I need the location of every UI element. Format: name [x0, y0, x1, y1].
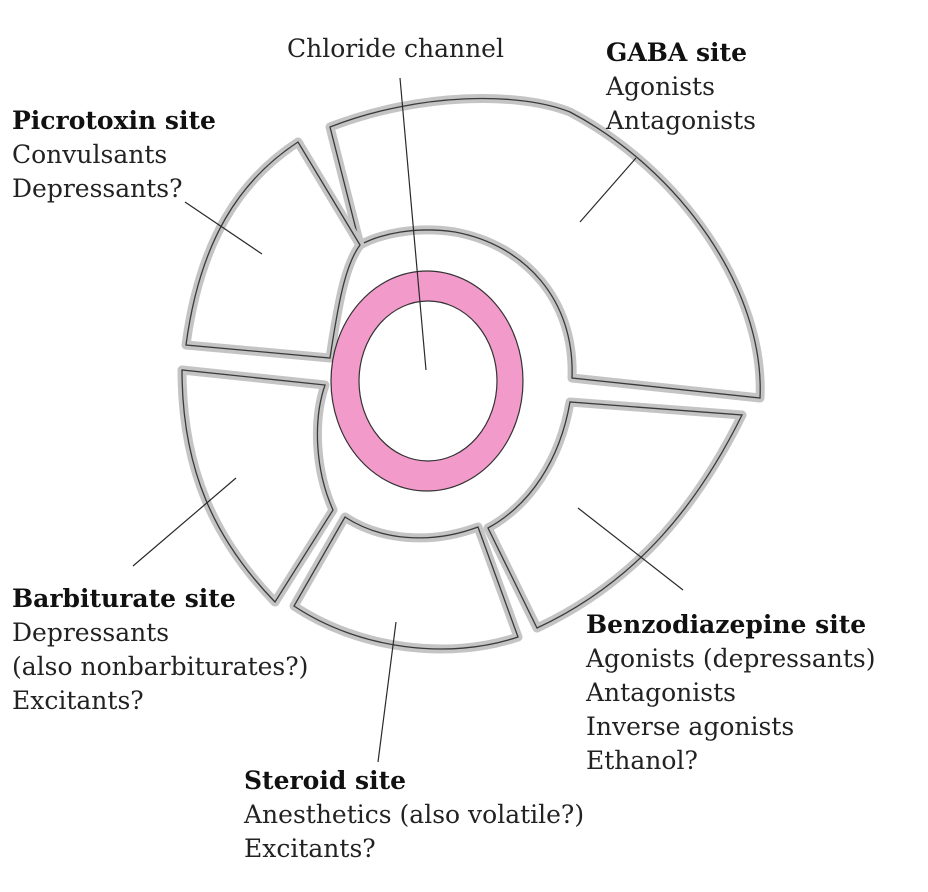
steroid-site-label: Steroid site Anesthetics (also volatile?…	[244, 764, 584, 866]
benzodiazepine-site-line: Agonists (depressants)	[586, 644, 876, 673]
gaba-site-title: GABA site	[606, 38, 748, 67]
leader-gaba-site	[579, 157, 637, 223]
leader-steroid-site	[377, 621, 397, 763]
leader-lines	[132, 77, 684, 763]
picrotoxin-site-label: Picrotoxin site Convulsants Depressants?	[12, 104, 216, 206]
benzodiazepine-subunit	[483, 397, 747, 633]
gaba-site-line: Agonists	[606, 72, 715, 101]
barbiturate-site-line: (also nonbarbiturates?)	[12, 652, 309, 681]
benzodiazepine-site-title: Benzodiazepine site	[586, 610, 867, 639]
leader-picrotoxin-site	[184, 201, 263, 255]
leader-benzodiazepine-site	[577, 507, 684, 591]
chloride-channel-label: Chloride channel	[287, 34, 504, 63]
picrotoxin-site-line: Depressants?	[12, 174, 183, 203]
gaba-site-line: Antagonists	[606, 106, 756, 135]
leader-chloride-channel	[399, 77, 427, 371]
benzodiazepine-site-label: Benzodiazepine site Agonists (depressant…	[586, 608, 875, 778]
barbiturate-site-line: Depressants	[12, 618, 170, 647]
picrotoxin-site-title: Picrotoxin site	[12, 106, 216, 135]
barbiturate-site-title: Barbiturate site	[12, 584, 236, 613]
leader-barbiturate-site	[132, 477, 237, 567]
chloride-channel-pore	[358, 300, 498, 462]
picrotoxin-site-line: Convulsants	[12, 140, 168, 169]
barbiturate-site-line: Excitants?	[12, 686, 144, 715]
gaba-site-label: GABA site Agonists Antagonists	[606, 36, 756, 138]
benzodiazepine-site-line: Antagonists	[586, 678, 736, 707]
benzodiazepine-site-line: Ethanol?	[586, 746, 698, 775]
steroid-site-line: Excitants?	[244, 834, 376, 863]
steroid-site-title: Steroid site	[244, 766, 407, 795]
steroid-site-line: Anesthetics (also volatile?)	[244, 800, 585, 829]
benzodiazepine-site-line: Inverse agonists	[586, 712, 795, 741]
barbiturate-subunit	[177, 365, 338, 607]
barbiturate-site-label: Barbiturate site Depressants (also nonba…	[12, 582, 308, 718]
